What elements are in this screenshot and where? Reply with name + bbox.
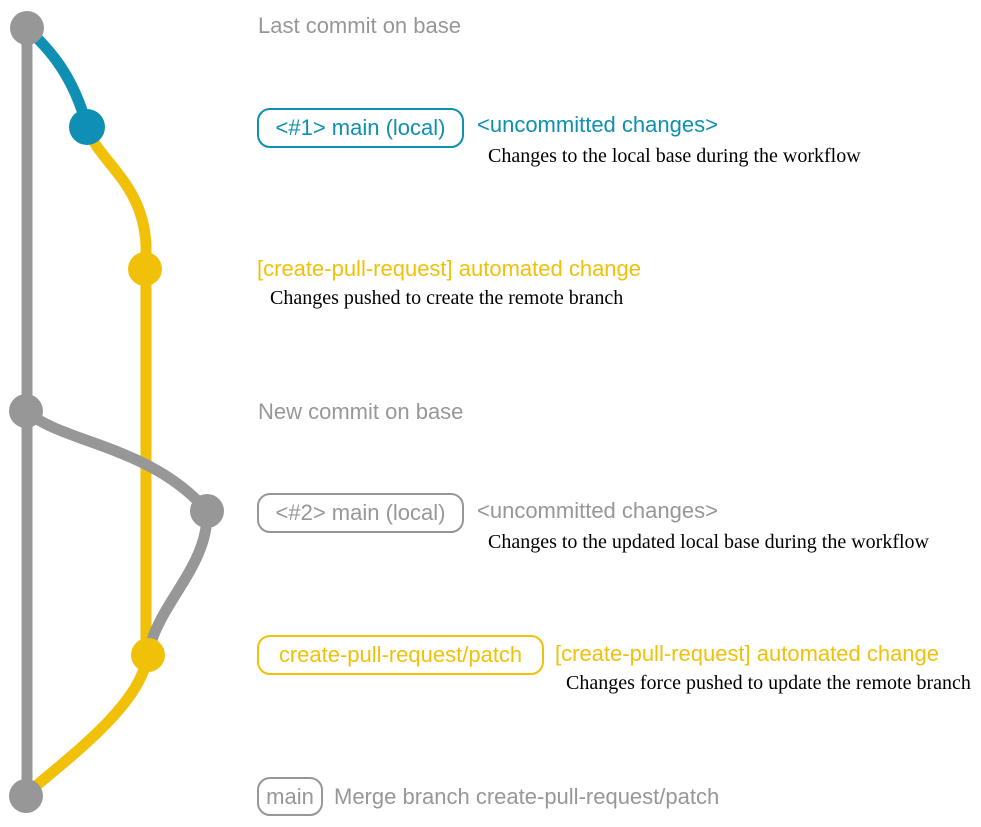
commit-dot-new-base bbox=[9, 394, 43, 428]
branch-tag-main: main bbox=[257, 777, 323, 816]
local-main-merge-line-2 bbox=[142, 510, 213, 657]
commit-dot-main-local-2 bbox=[190, 494, 224, 528]
local-main-branch-line-2 bbox=[22, 406, 212, 515]
branch-tag-main-local-2: <#2> main (local) bbox=[257, 493, 464, 533]
caption-pushed-create-remote: Changes pushed to create the remote bran… bbox=[270, 287, 624, 309]
commit-dot-last-base bbox=[10, 11, 44, 45]
commit-message-merge-branch: Merge branch create-pull-request/patch bbox=[334, 784, 720, 809]
commit-dot-patch-1 bbox=[128, 252, 162, 286]
commit-message-uncommitted-2: <uncommitted changes> bbox=[477, 498, 718, 523]
patch-merge-line bbox=[22, 653, 154, 799]
patch-branch-line bbox=[81, 125, 154, 656]
caption-updated-local-base-changes: Changes to the updated local base during… bbox=[488, 531, 929, 553]
commit-dot-patch-2 bbox=[131, 638, 165, 672]
caption-local-base-changes: Changes to the local base during the wor… bbox=[488, 145, 861, 167]
commit-message-uncommitted-1: <uncommitted changes> bbox=[477, 112, 718, 137]
commit-message-new-base: New commit on base bbox=[258, 399, 464, 424]
commit-message-automated-change-2: [create-pull-request] automated change bbox=[555, 641, 940, 666]
branch-tag-main-local-1: <#1> main (local) bbox=[257, 108, 464, 148]
caption-force-pushed-update-remote: Changes force pushed to update the remot… bbox=[566, 672, 971, 694]
commit-dot-merge bbox=[9, 779, 43, 813]
commit-message-automated-change-1: [create-pull-request] automated change bbox=[257, 256, 642, 281]
commit-message-last-base: Last commit on base bbox=[258, 13, 461, 38]
commit-dot-main-local-1 bbox=[69, 109, 105, 145]
branch-tag-create-pull-request-patch: create-pull-request/patch bbox=[257, 635, 544, 675]
